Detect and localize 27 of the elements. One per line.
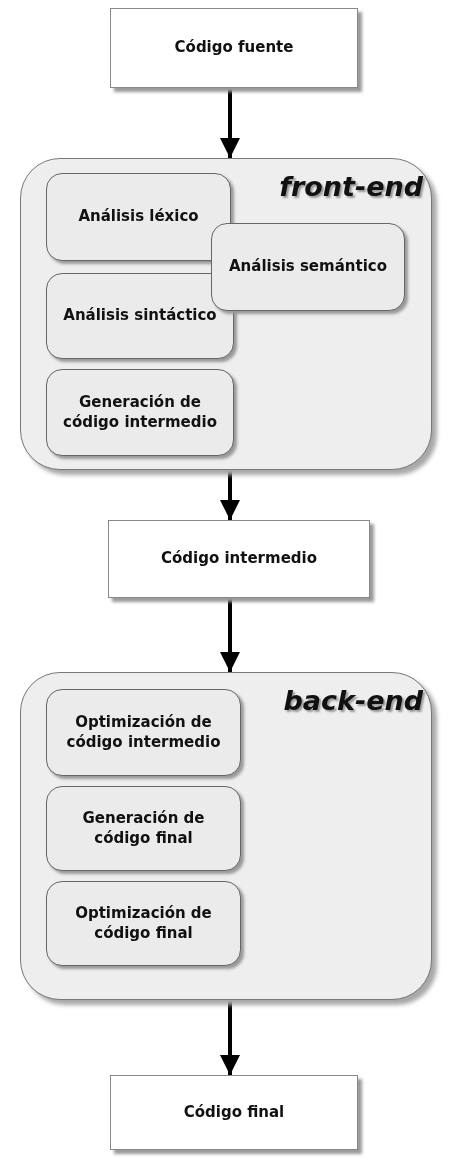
arrow — [220, 470, 240, 520]
phase-box — [46, 689, 241, 776]
box-label: Código intermedio — [160, 549, 318, 569]
box-label: Análisis léxico — [77, 207, 200, 227]
box-label: Análisis sintáctico — [62, 306, 218, 326]
panel-heading: front-end — [279, 171, 423, 202]
stage-panel — [20, 672, 432, 1000]
code-box — [110, 8, 358, 88]
phase-box — [46, 173, 231, 261]
box-label: Código fuente — [173, 38, 295, 58]
code-box — [110, 1075, 358, 1150]
phase-box — [46, 369, 234, 456]
arrow — [220, 598, 240, 672]
box-label: Código final — [182, 1102, 286, 1123]
phase-box — [46, 881, 241, 966]
phase-box — [46, 786, 241, 871]
arrow — [220, 88, 240, 158]
box-label: Análisis semántico — [228, 257, 388, 277]
code-box — [108, 520, 370, 598]
box-label: Optimización de código intermedio — [65, 713, 222, 752]
panel-heading: back-end — [283, 685, 423, 716]
stage-panel — [20, 158, 432, 470]
box-label: Optimización de código final — [74, 904, 213, 943]
arrow — [220, 1000, 240, 1075]
box-label: Generación de código final — [81, 809, 206, 848]
phase-box — [46, 273, 234, 359]
box-label: Generación de código intermedio — [62, 393, 218, 432]
